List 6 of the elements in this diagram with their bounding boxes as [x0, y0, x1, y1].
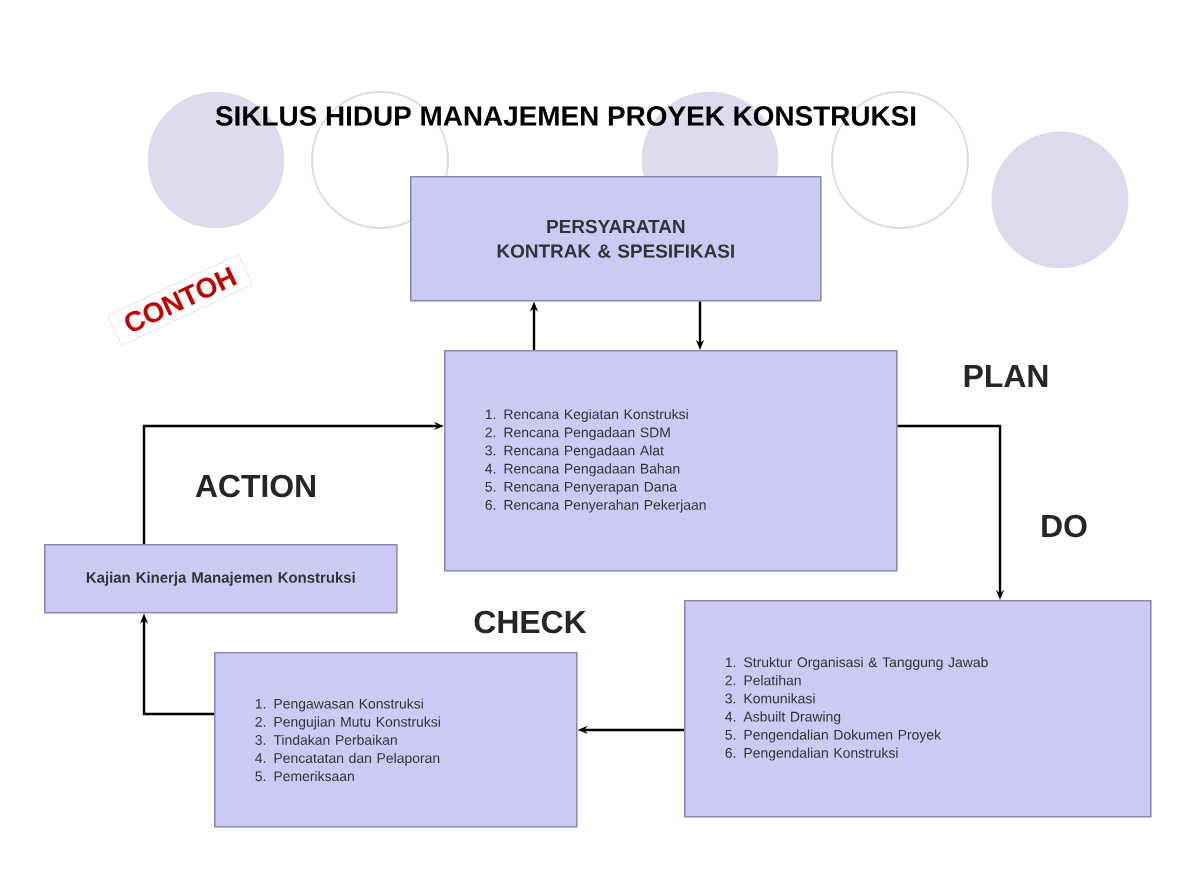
title: SIKLUS HIDUP MANAJEMEN PROYEK KONSTRUKSI	[215, 106, 916, 126]
phase-label: CHECK	[474, 610, 587, 634]
phase-label: DO	[1042, 514, 1087, 538]
phase-label: ACTION	[195, 474, 315, 498]
requirements-box: PERSYARATAN KONTRAK & SPESIFIKASI	[410, 176, 822, 302]
phase-label: PLAN	[964, 365, 1048, 387]
